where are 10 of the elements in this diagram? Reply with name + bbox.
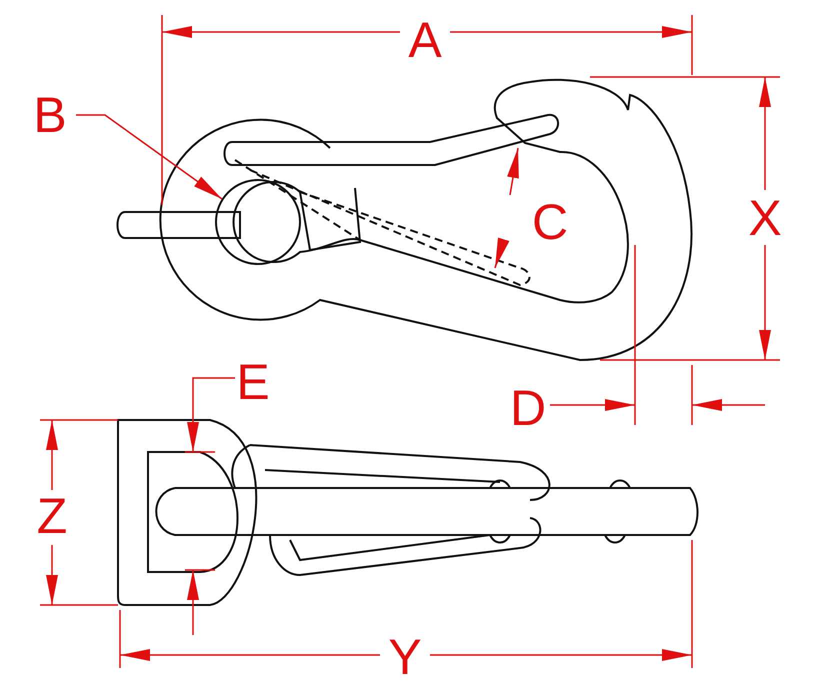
eye-hole bbox=[215, 179, 301, 265]
dimension-letter: E bbox=[236, 357, 270, 407]
dimension-letter: Y bbox=[388, 632, 422, 682]
dimension-letter: X bbox=[748, 193, 782, 243]
dimension-letter: A bbox=[408, 15, 442, 65]
dimension-letter: D bbox=[510, 383, 546, 433]
callout-letter: B bbox=[33, 90, 67, 140]
dimension-letter: C bbox=[532, 197, 568, 247]
leader-line bbox=[76, 114, 222, 200]
dimension-letter: Z bbox=[36, 491, 68, 541]
